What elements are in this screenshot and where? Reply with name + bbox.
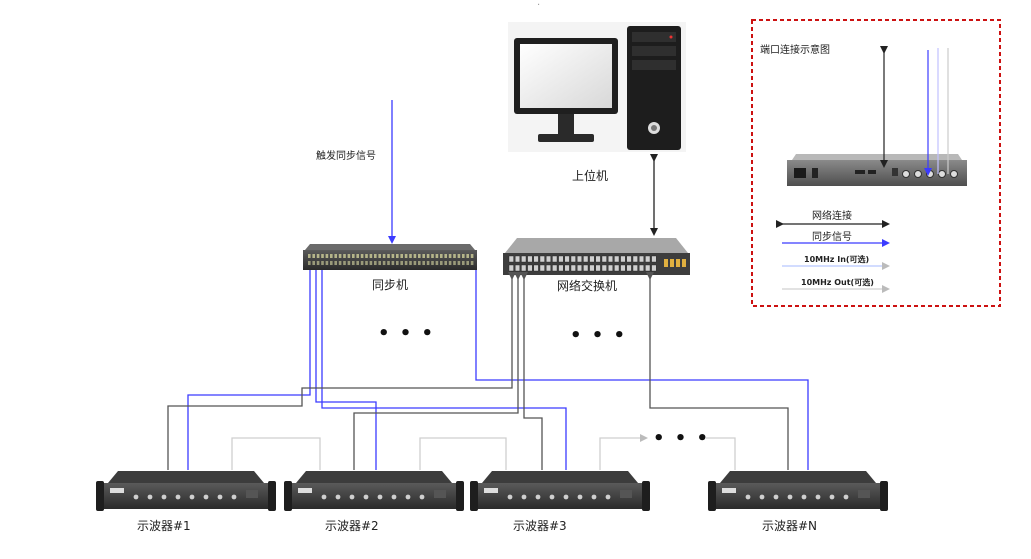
oscilloscope-icon: [708, 471, 888, 511]
legend-sync-label: 同步信号: [812, 232, 852, 243]
ellipsis-switch: • • •: [570, 325, 628, 346]
sync-device-icon: [303, 244, 477, 270]
scope-label: 示波器#2: [325, 519, 379, 533]
pc-icon: [508, 22, 686, 152]
scope-label: 示波器#N: [762, 519, 818, 533]
trigger-sync-label: 触发同步信号: [316, 151, 376, 162]
ellipsis-sync: • • •: [378, 323, 436, 344]
oscilloscope-icon: [470, 471, 650, 511]
oscilloscope-icon: [96, 471, 276, 511]
oscilloscope-group: [96, 471, 888, 511]
inset-title: 端口连接示意图: [760, 45, 830, 56]
legend-ref-in-label: 10MHz In(可选): [804, 255, 870, 264]
connection-lines: [167, 100, 809, 470]
legend-ref-out-label: 10MHz Out(可选): [801, 278, 874, 287]
oscilloscope-icon: [284, 471, 464, 511]
network-switch-label: 网络交换机: [557, 279, 618, 293]
inset-frame: [751, 19, 1001, 307]
ellipsis-scopes: • • •: [653, 428, 711, 449]
inset-connection-lines: [776, 46, 949, 293]
port-panel-device-icon: [787, 154, 967, 186]
pc-label: 上位机: [572, 169, 609, 183]
legend-network-label: 网络连接: [812, 211, 852, 222]
network-switch-icon: [503, 238, 690, 275]
top-dot: ·: [537, 0, 541, 11]
scope-label: 示波器#1: [137, 519, 191, 533]
sync-device-label: 同步机: [372, 278, 409, 292]
scope-label: 示波器#3: [513, 519, 567, 533]
